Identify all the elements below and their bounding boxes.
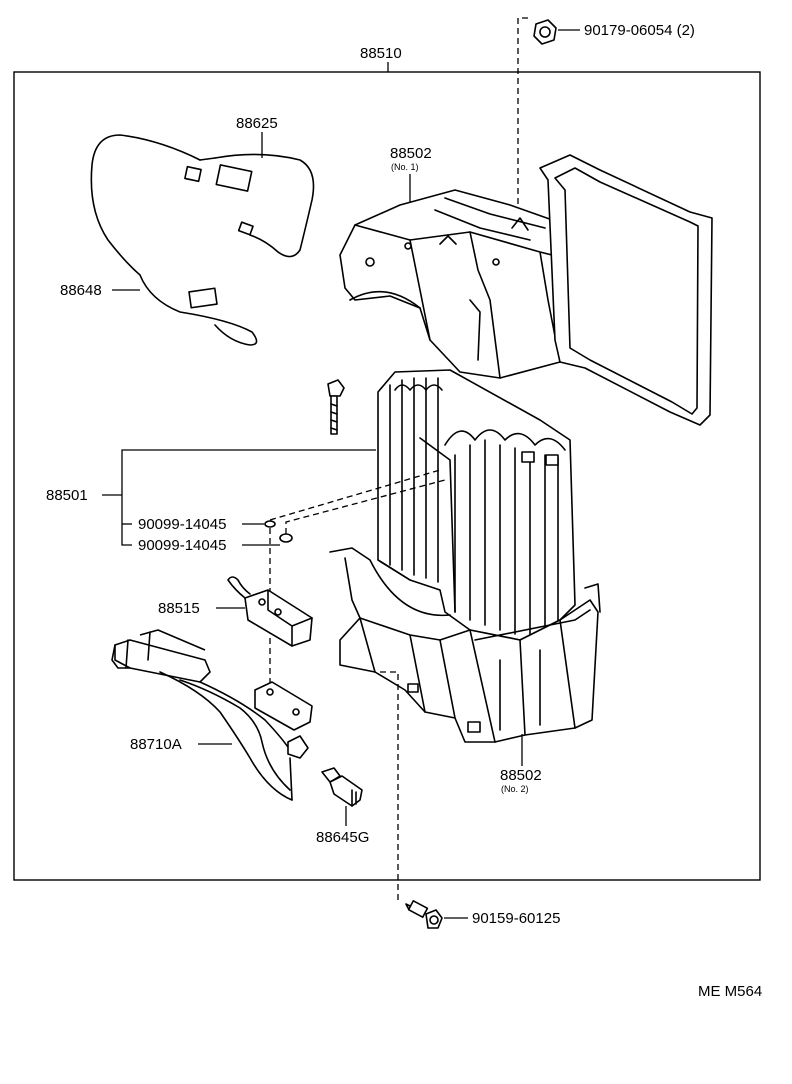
- label-wire-lower: 88648: [60, 282, 102, 299]
- label-wire-harness: 88625: [236, 115, 278, 132]
- oring-1-icon: [264, 520, 276, 528]
- label-case-lower: 88502: [500, 767, 542, 784]
- dashed-line-oring-2: [285, 479, 446, 534]
- tube-icon: [111, 629, 313, 801]
- expansion-valve-icon: [227, 576, 313, 647]
- label-oring-2: 90099-14045: [138, 537, 226, 554]
- label-switch: 88645G: [316, 829, 369, 846]
- bracket-evaporator: [121, 449, 376, 546]
- label-evaporator: 88501: [46, 487, 88, 504]
- dashed-line-nut: [517, 17, 528, 238]
- label-oring-1: 90099-14045: [138, 516, 226, 533]
- dashed-line-bolt: [380, 671, 399, 900]
- assembly-frame: [13, 71, 761, 881]
- oring-2-icon: [279, 533, 293, 543]
- evaporator-icon: [377, 369, 576, 641]
- label-tube: 88710A: [130, 736, 182, 753]
- label-case-upper-sub: (No. 1): [391, 162, 419, 172]
- label-assembly: 88510: [360, 45, 402, 62]
- bolt-bottom-icon: [405, 900, 443, 929]
- label-expansion-valve: 88515: [158, 600, 200, 617]
- figure-code: ME M564: [698, 983, 762, 1000]
- nut-top-icon: [533, 19, 557, 45]
- lower-case-icon: [329, 547, 601, 743]
- filter-frame-icon: [539, 154, 713, 426]
- label-bolt-bottom: 90159-60125: [472, 910, 560, 927]
- switch-icon: [321, 767, 363, 807]
- wire-harness-icon: [90, 134, 315, 346]
- label-case-lower-sub: (No. 2): [501, 784, 529, 794]
- label-nut-top: 90179-06054 (2): [584, 22, 695, 39]
- label-case-upper: 88502: [390, 145, 432, 162]
- bolt-evaporator-icon: [327, 379, 345, 435]
